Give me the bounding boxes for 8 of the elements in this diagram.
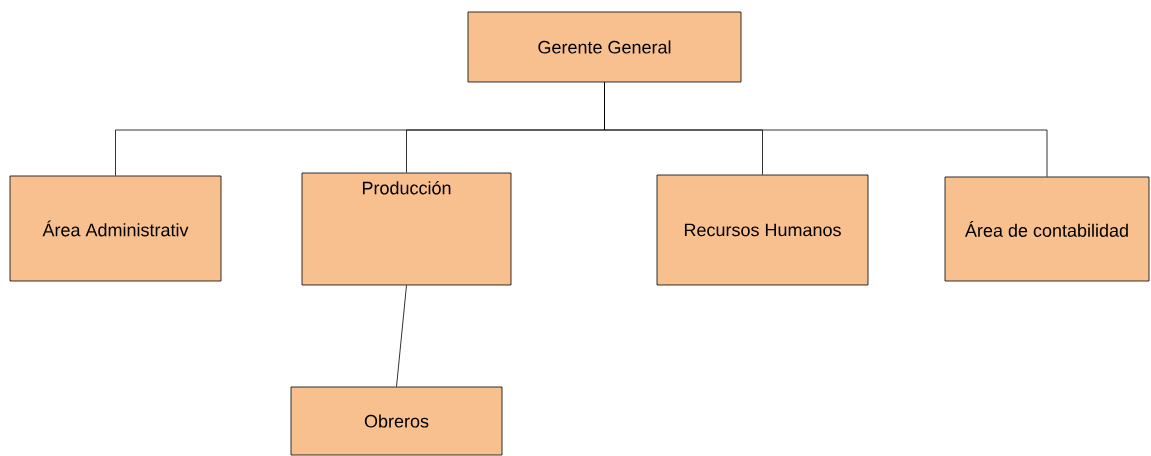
connector-line	[396, 285, 407, 387]
org-box: Obreros	[290, 386, 503, 456]
org-box: Recursos Humanos	[656, 174, 869, 286]
org-box: Gerente General	[467, 11, 742, 83]
org-box: Producción	[301, 172, 512, 286]
connector-line	[604, 82, 1048, 177]
org-box: Área Administrativ	[9, 175, 222, 282]
org-box: Área de contabilidad	[944, 176, 1150, 282]
